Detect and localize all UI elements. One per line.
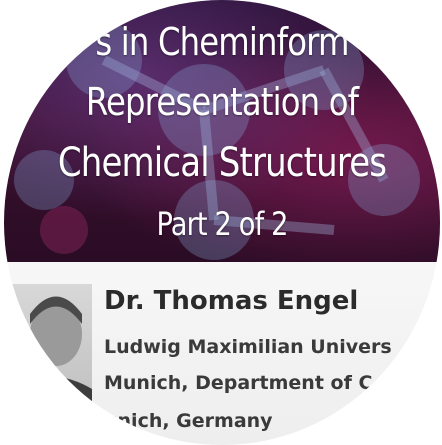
circular-thumbnail[interactable]: s in Cheminform Representation of Chemic… [4, 0, 440, 445]
speaker-name: Dr. Thomas Engel [104, 286, 359, 316]
affiliation-line-2: Munich, Department of C [104, 372, 373, 394]
speaker-photo [10, 284, 92, 424]
title-line-1: s in Cheminform [95, 20, 349, 64]
speaker-section: Dr. Thomas Engel Ludwig Maximilian Unive… [4, 262, 440, 445]
molecule-graphic [14, 20, 424, 260]
title-banner: s in Cheminform Representation of Chemic… [4, 0, 440, 262]
title-line-2: Representation of [85, 80, 359, 124]
affiliation-line-1: Ludwig Maximilian Univers [104, 336, 392, 358]
affiliation-line-3: unich, Germany [104, 410, 273, 432]
part-label: Part 2 of 2 [156, 205, 288, 243]
title-line-3: Chemical Structures [57, 140, 387, 186]
person-icon [10, 296, 92, 424]
